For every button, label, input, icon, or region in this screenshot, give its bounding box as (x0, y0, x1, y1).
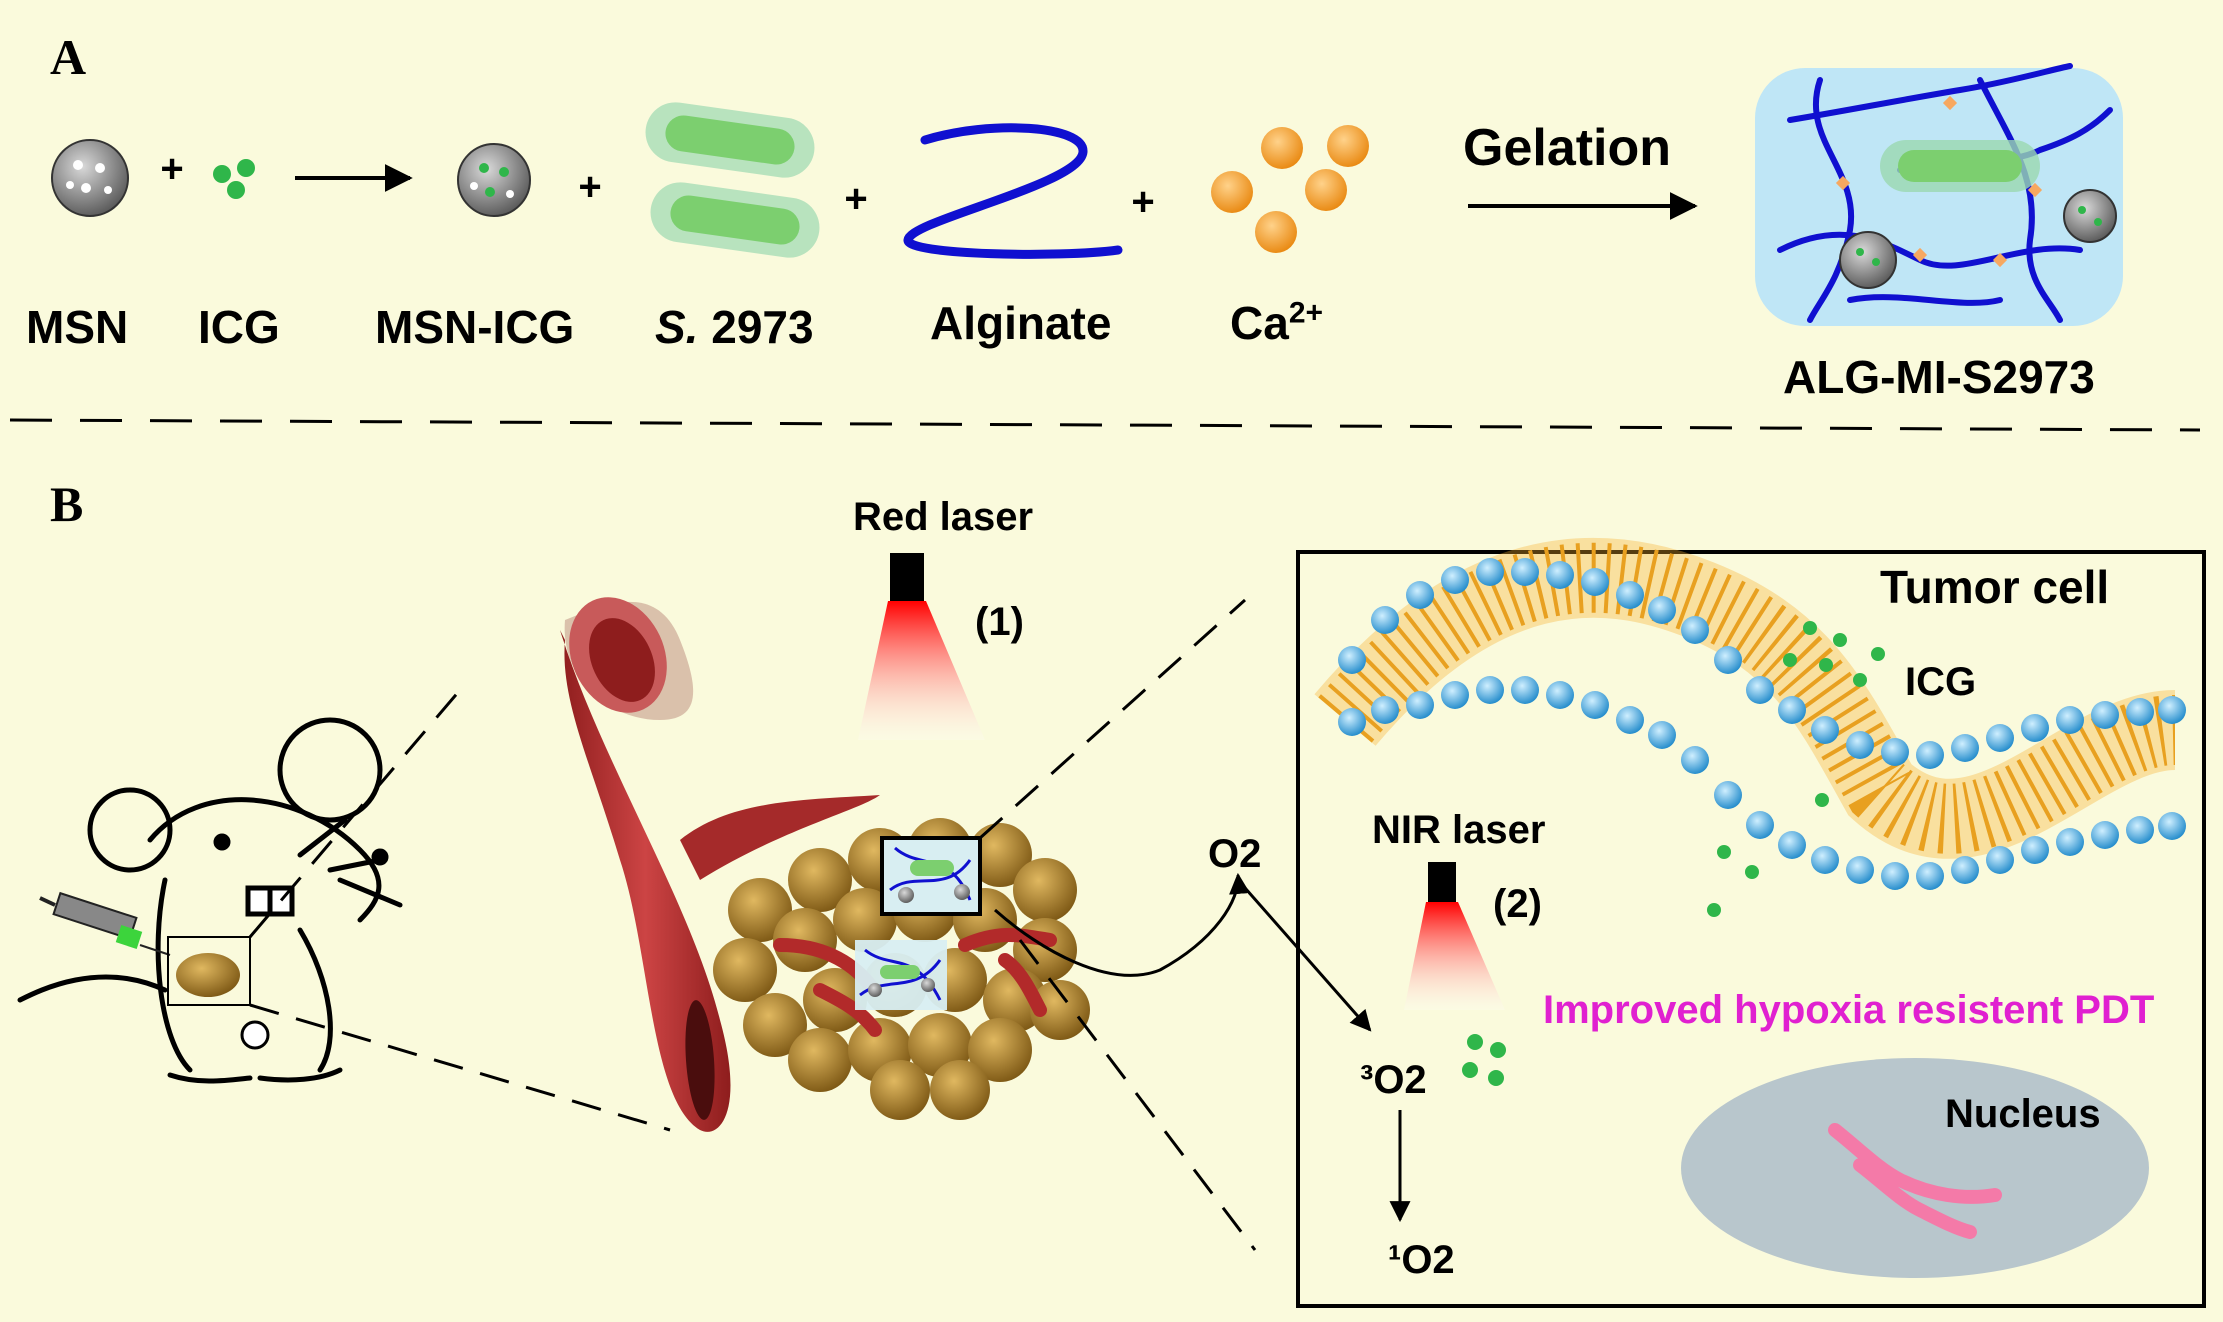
plus-sign: + (1131, 180, 1154, 224)
mouse-tumor (167, 936, 251, 1006)
label-triplet-oxygen: ³O2 (1360, 1058, 1427, 1102)
label-tumor-cell: Tumor cell (1880, 561, 2110, 613)
o2-to-triplet-arrow (1236, 879, 1372, 1032)
label-alginate: Alginate (930, 297, 1112, 349)
syringe-icon (39, 891, 171, 956)
calcium-ions (1211, 125, 1369, 253)
plus-sign: + (578, 165, 601, 209)
label-step-1: (1) (975, 600, 1024, 644)
zoom-line (248, 689, 462, 938)
mouse-illustration (17, 717, 403, 1084)
zoom-line (1018, 939, 1257, 1251)
label-step-2: (2) (1493, 882, 1542, 926)
label-strain-number: 2973 (711, 301, 814, 353)
msn-icg-particle (457, 143, 531, 217)
label-o2: O2 (1208, 832, 1262, 876)
label-nir-laser: NIR laser (1372, 808, 1546, 852)
label-icg-cell: ICG (1905, 660, 1977, 704)
label-improved-pdt: Improved hypoxia resistent PDT (1543, 988, 2155, 1032)
plus-sign: + (844, 177, 867, 221)
cyanobacteria-icon (645, 102, 820, 258)
oxygen-release-arrow (994, 872, 1250, 977)
label-strain: S. 2973 (655, 300, 814, 354)
blood-vessel (560, 597, 880, 1132)
alginate-chain (903, 123, 1123, 259)
panel-separator (9, 418, 2201, 432)
label-msn-icg: MSN-ICG (375, 301, 575, 353)
hydrogel-product (1755, 63, 2123, 326)
label-product: ALG-MI-S2973 (1783, 351, 2095, 403)
nucleus (1681, 1058, 2149, 1278)
label-icg: ICG (198, 301, 280, 353)
tumor-mass (713, 818, 1090, 1120)
label-calcium-symbol: Ca (1230, 297, 1289, 349)
icg-dots (213, 159, 255, 199)
label-singlet-oxygen: ¹O2 (1388, 1238, 1455, 1282)
plus-sign: + (160, 147, 183, 191)
mouse-genital-mark (240, 1020, 270, 1050)
panel-letter-b: B (50, 476, 84, 532)
msn-particle (51, 139, 129, 217)
tumor-cell-box (1296, 550, 2206, 1308)
red-laser (858, 553, 985, 740)
label-msn: MSN (26, 301, 129, 353)
panel-letter-a: A (50, 29, 87, 85)
icg-molecules (1462, 621, 1885, 1086)
label-calcium: Ca2+ (1230, 296, 1323, 350)
label-red-laser: Red laser (853, 495, 1034, 539)
label-nucleus: Nucleus (1945, 1092, 2101, 1136)
label-strain-prefix: S. (655, 301, 699, 353)
zoom-line (249, 1003, 671, 1132)
cell-membrane (1314, 537, 2186, 890)
gelation-label: Gelation (1463, 119, 1672, 177)
nir-laser (1404, 862, 1505, 1010)
label-calcium-charge: 2+ (1288, 296, 1324, 330)
zoom-line (978, 598, 1247, 840)
